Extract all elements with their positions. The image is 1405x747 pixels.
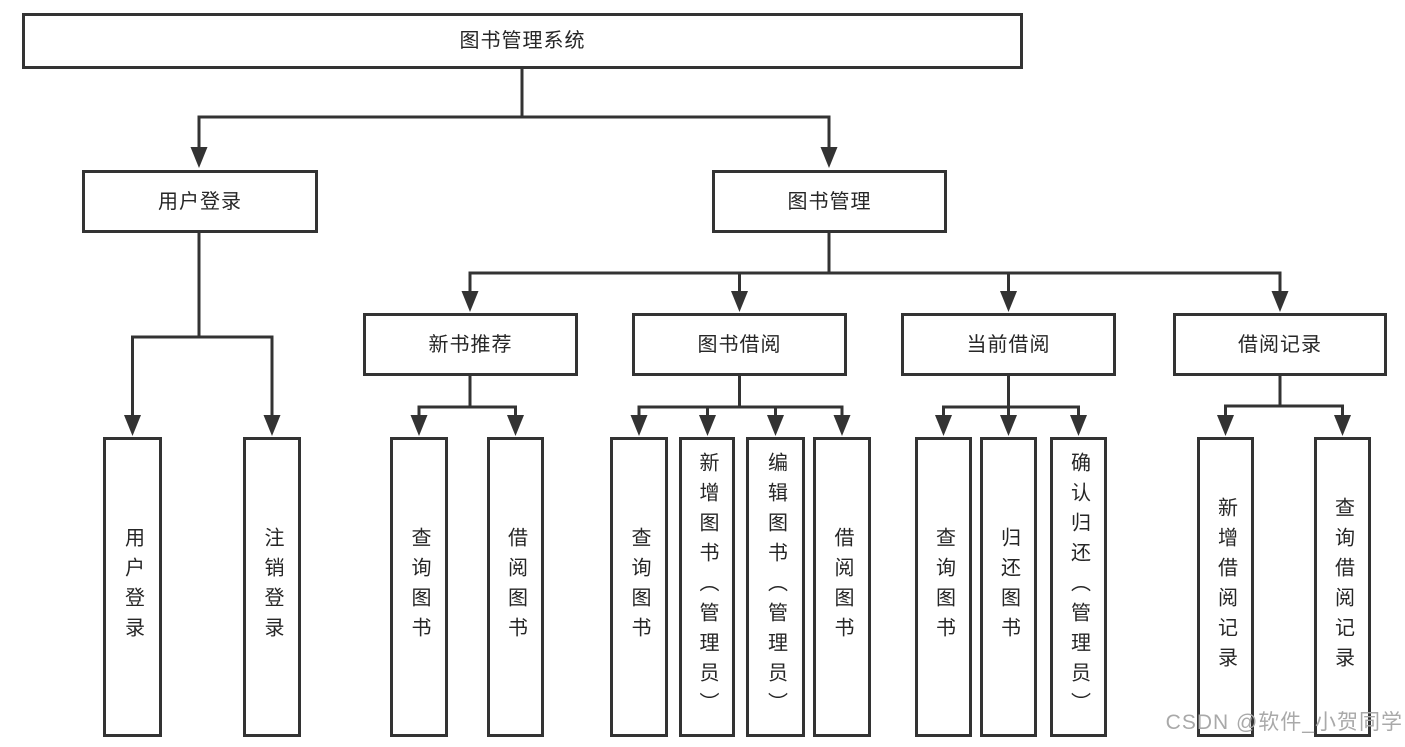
node-label: 借阅图书 (831, 527, 853, 647)
node-label: 查询借阅记录 (1331, 497, 1354, 677)
leaf-logout: 注销登录 (243, 437, 301, 737)
node-label: 用户登录 (158, 190, 242, 213)
node-borrowing-records: 借阅记录 (1173, 313, 1387, 376)
leaf-current-confirm-return-admin: 确认归还（管理员） (1050, 437, 1107, 737)
node-label: 新增借阅记录 (1214, 497, 1237, 677)
leaf-borrowing-query-books: 查询图书 (610, 437, 668, 737)
leaf-records-query-borrow-record: 查询借阅记录 (1314, 437, 1371, 737)
node-label: 查询图书 (408, 527, 430, 647)
node-book-borrowing: 图书借阅 (632, 313, 847, 376)
node-label: 图书管理系统 (459, 30, 586, 52)
node-new-book-recommend: 新书推荐 (363, 313, 578, 376)
node-user-login-group: 用户登录 (82, 170, 318, 233)
leaf-borrowing-add-books-admin: 新增图书（管理员） (679, 437, 735, 737)
node-label: 图书管理 (787, 190, 872, 213)
node-label: 用户登录 (121, 527, 144, 647)
node-book-management: 图书管理 (712, 170, 947, 233)
node-label: 查询图书 (932, 527, 955, 647)
leaf-borrowing-borrow-books: 借阅图书 (813, 437, 871, 737)
leaf-recommend-borrow-books: 借阅图书 (487, 437, 544, 737)
node-label: 确认归还（管理员） (1067, 452, 1090, 722)
node-label: 借阅图书 (504, 527, 527, 647)
leaf-current-query-books: 查询图书 (915, 437, 972, 737)
node-label: 编辑图书（管理员） (764, 452, 787, 722)
node-label: 归还图书 (997, 527, 1020, 647)
node-label: 注销登录 (261, 527, 283, 647)
node-current-borrowing: 当前借阅 (901, 313, 1116, 376)
leaf-user-login: 用户登录 (103, 437, 162, 737)
node-library-management-system: 图书管理系统 (22, 13, 1023, 69)
node-label: 当前借阅 (966, 333, 1051, 356)
node-label: 新书推荐 (428, 333, 513, 356)
node-label: 图书借阅 (697, 333, 782, 356)
leaf-borrowing-edit-books-admin: 编辑图书（管理员） (746, 437, 805, 737)
leaf-current-return-books: 归还图书 (980, 437, 1037, 737)
leaf-recommend-query-books: 查询图书 (390, 437, 448, 737)
watermark: CSDN @软件_小贺同学 (1165, 711, 1403, 734)
node-label: 查询图书 (628, 527, 650, 647)
node-label: 借阅记录 (1238, 333, 1322, 356)
leaf-records-add-borrow-record: 新增借阅记录 (1197, 437, 1254, 737)
node-label: 新增图书（管理员） (696, 452, 718, 722)
